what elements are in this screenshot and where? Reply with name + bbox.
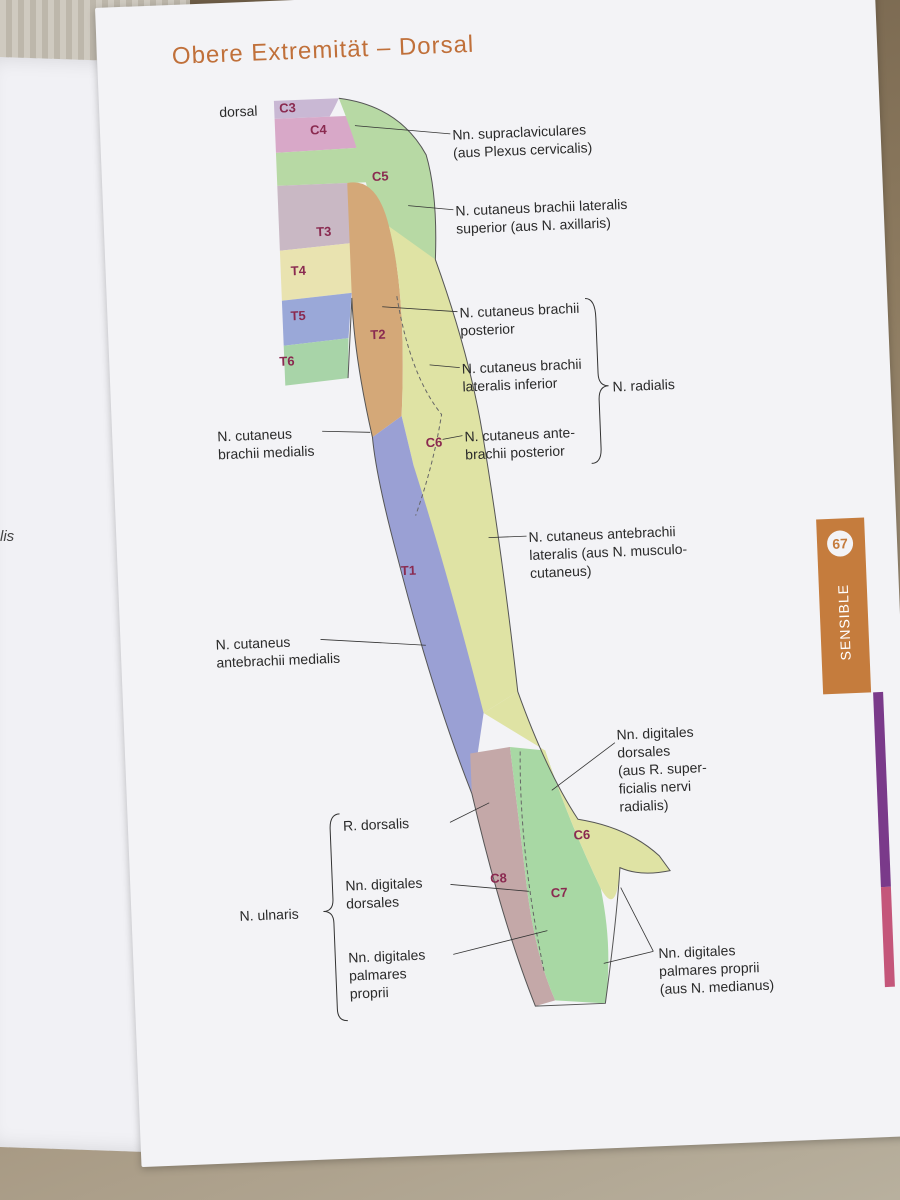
label-n-radialis: N. radialis bbox=[612, 376, 676, 395]
dashed-hand-boundary bbox=[519, 751, 545, 971]
segment-c6-hand: C6 bbox=[573, 826, 591, 843]
label-supraclaviculares: Nn. supraclaviculares(aus Plexus cervica… bbox=[452, 121, 593, 161]
region-c6-hand bbox=[483, 691, 671, 900]
region-c7 bbox=[509, 746, 609, 1004]
region-t4 bbox=[279, 242, 355, 301]
segment-c8: C8 bbox=[489, 870, 508, 886]
segment-c5: C5 bbox=[371, 168, 389, 185]
dashed-nerve-boundary bbox=[396, 296, 443, 516]
region-c8 bbox=[470, 746, 556, 1007]
page-number-badge: 67 bbox=[826, 530, 854, 558]
region-t6 bbox=[283, 338, 349, 386]
region-c4 bbox=[274, 115, 371, 153]
segment-c7: C7 bbox=[550, 884, 568, 901]
section-tab: 67 SENSIBLE bbox=[816, 517, 872, 695]
segment-t2: T2 bbox=[370, 326, 386, 343]
label-cutaneus-antebrachii-posterior: N. cutaneus ante-brachii posterior bbox=[464, 424, 576, 463]
region-c3 bbox=[273, 98, 339, 119]
label-n-ulnaris: N. ulnaris bbox=[239, 905, 299, 924]
segment-t6: T6 bbox=[279, 353, 295, 369]
bracket-radialis bbox=[585, 298, 609, 464]
segment-t1: T1 bbox=[400, 562, 417, 579]
segment-c4: C4 bbox=[309, 121, 327, 138]
segment-t3: T3 bbox=[315, 223, 332, 240]
segment-t4: T4 bbox=[290, 262, 307, 279]
segment-c3: C3 bbox=[278, 100, 297, 116]
dermatome-arm-diagram bbox=[273, 97, 671, 1022]
region-c5-arm bbox=[338, 98, 436, 281]
region-t3 bbox=[277, 183, 355, 251]
label-r-dorsalis: R. dorsalis bbox=[342, 815, 410, 834]
section-tab-label: SENSIBLE bbox=[834, 583, 854, 661]
leader-lines bbox=[320, 125, 654, 964]
segment-t5: T5 bbox=[290, 307, 306, 324]
left-page-text: lis bbox=[0, 528, 15, 545]
region-c5-trunk bbox=[275, 147, 371, 186]
region-t2 bbox=[347, 182, 403, 438]
segment-c6-upper: C6 bbox=[425, 434, 443, 451]
region-t5 bbox=[281, 292, 352, 346]
region-c6-upper bbox=[389, 226, 518, 713]
arm-outline bbox=[338, 97, 671, 1007]
book-page: Obere Extremität – Dorsal dorsal bbox=[95, 0, 900, 1168]
bracket-ulnaris bbox=[323, 813, 348, 1022]
region-t1 bbox=[372, 416, 484, 794]
